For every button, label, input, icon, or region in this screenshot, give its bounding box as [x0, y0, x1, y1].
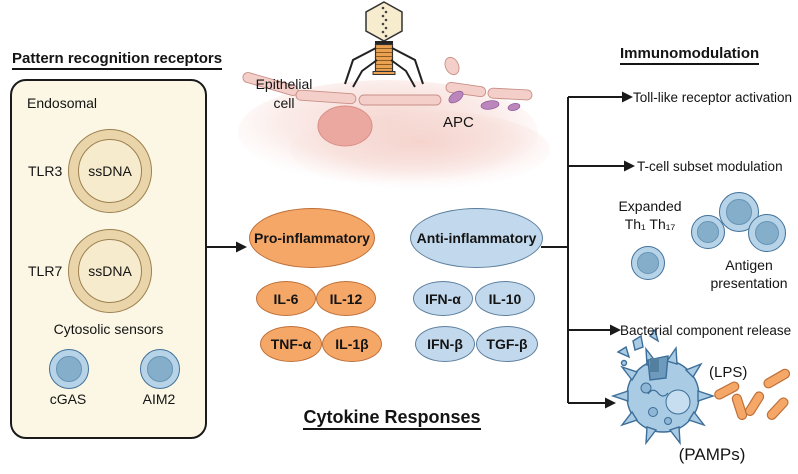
pamps-label: (PAMPs) — [678, 445, 746, 464]
cytokine-oval-il12: IL-12 — [316, 281, 376, 316]
cytokine-oval-ifna: IFN-α — [413, 281, 473, 316]
endosomal-label: Endosomal — [27, 95, 98, 111]
aim2-label: AIM2 — [142, 391, 176, 407]
arrowheads — [236, 91, 635, 409]
tlr7-label: TLR7 — [28, 263, 63, 279]
branch-label-tcell-modulation: T-cell subset modulation — [637, 159, 783, 174]
tlr3-receptor: ssDNA — [68, 129, 152, 213]
pro-inflammatory-oval: Pro-inflammatory — [249, 208, 375, 268]
cytokine-oval-tgfb: TGF-β — [476, 326, 538, 362]
lysed-bacterium-icon — [610, 328, 716, 446]
epithelial-membrane — [242, 56, 533, 106]
branch-label-bacterial-release: Bacterial component release — [620, 323, 792, 338]
pattern-recognition-box: Endosomal TLR3 ssDNA TLR7 ssDNA Cytosoli… — [10, 79, 207, 439]
t-cell-2-nucleus — [697, 221, 719, 243]
tlr3-label: TLR3 — [28, 163, 63, 179]
epithelial-cell-body — [238, 80, 550, 190]
expanded-th-label: Expanded Th₁ Th₁₇ — [618, 198, 682, 232]
tlr7-receptor: ssDNA — [68, 229, 152, 313]
anti-inflammatory-oval: Anti-inflammatory — [410, 208, 543, 268]
phage-icon — [344, 1, 424, 88]
tlr3-ssdna-label: ssDNA — [78, 139, 142, 203]
aim2-sensor-cell — [140, 349, 180, 389]
tlr7-ssdna-label: ssDNA — [78, 239, 142, 303]
nucleus — [317, 105, 373, 147]
cgas-cell-nucleus — [56, 356, 82, 382]
t-cell-3-nucleus — [754, 220, 780, 246]
cytokine-oval-tnfa: TNF-α — [260, 326, 322, 362]
lps-rods-icon — [714, 368, 791, 421]
cytokine-oval-il6: IL-6 — [256, 281, 316, 316]
cytokine-oval-il1b: IL-1β — [322, 326, 382, 362]
branch-label-tlr-activation: Toll-like receptor activation — [633, 90, 793, 105]
aim2-cell-nucleus — [147, 356, 173, 382]
left-panel-title: Pattern recognition receptors — [12, 50, 223, 70]
cgas-sensor-cell — [49, 349, 89, 389]
t-cell-1-nucleus — [726, 199, 752, 225]
cytokine-responses-title: Cytokine Responses — [292, 407, 492, 430]
apc-label: APC — [443, 114, 474, 131]
cytokine-oval-ifnb: IFN-β — [415, 326, 475, 362]
t-cell-1 — [719, 192, 759, 232]
t-cell-4-nucleus — [637, 252, 659, 274]
t-cell-3 — [748, 214, 786, 252]
lps-label: (LPS) — [709, 364, 748, 381]
cytokine-oval-il10: IL-10 — [475, 281, 535, 316]
epithelial-cell-label: Epithelial cell — [255, 76, 313, 111]
cgas-label: cGAS — [49, 391, 87, 407]
apc-fragments — [448, 90, 521, 112]
flow-arrows — [205, 96, 624, 404]
t-cell-2 — [691, 215, 725, 249]
right-panel-title: Immunomodulation — [620, 45, 760, 65]
t-cell-4 — [631, 246, 665, 280]
antigen-presentation-label: Antigen presentation — [710, 257, 788, 292]
cytosolic-sensors-label: Cytosolic sensors — [53, 321, 164, 337]
